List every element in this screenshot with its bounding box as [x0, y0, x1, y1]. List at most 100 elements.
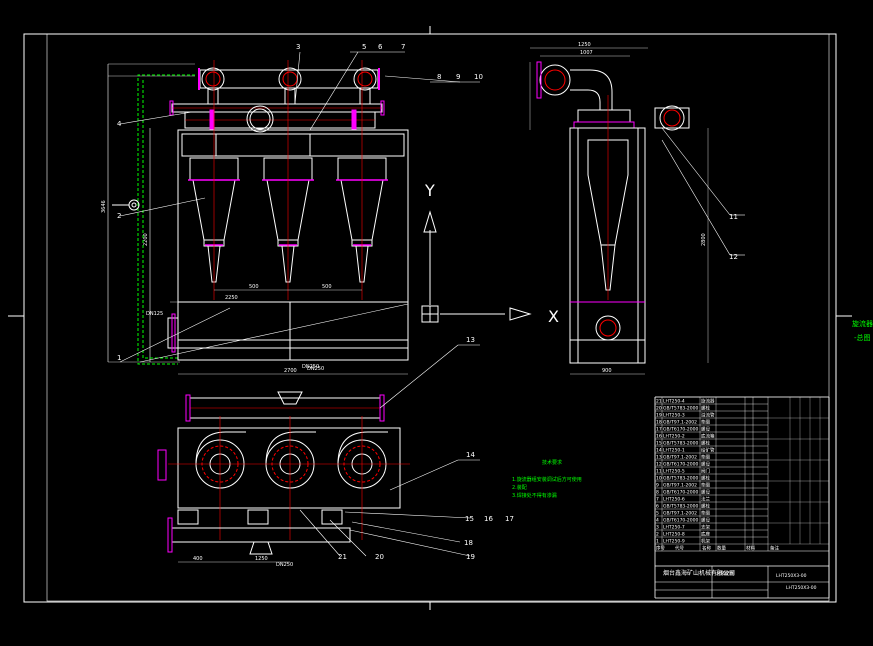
parts-row-name: 垫圈	[701, 510, 710, 517]
parts-row-code: LHT250-3	[663, 413, 685, 419]
callout-15: 15	[465, 515, 474, 523]
parts-row-index: 14	[656, 448, 662, 454]
parts-row-index: 6	[656, 504, 659, 510]
callout-11: 11	[729, 213, 738, 221]
parts-row-name: 给矿管	[701, 447, 715, 454]
parts-row-index: 7	[656, 497, 659, 503]
parts-row-code: GB/T97.1-2002	[663, 511, 697, 517]
parts-row-index: 15	[656, 441, 662, 447]
parts-row-code: GB/T97.1-2002	[663, 455, 697, 461]
notes-title: 技术要求	[542, 459, 562, 466]
parts-row-code: LHT250-1	[663, 448, 685, 454]
callout-4: 4	[117, 120, 122, 128]
parts-row-name: 螺母	[701, 489, 710, 496]
parts-row-name: 垫圈	[701, 454, 710, 461]
parts-row-index: 5	[656, 511, 659, 517]
dim-side-top-width-2: 1007	[580, 50, 593, 56]
axis-label-y: Y	[424, 181, 435, 200]
notes-line-3: 3.焊接处不得有渗漏	[512, 492, 557, 499]
callout-9: 9	[456, 73, 460, 81]
parts-row-name: 垫圈	[701, 419, 710, 426]
dim-side-base-width: 900	[602, 368, 612, 374]
parts-row-index: 13	[656, 455, 662, 461]
view-axis-symbol	[421, 210, 532, 323]
company-name: 烟台鑫海矿山机械有限公司	[663, 569, 735, 577]
callout-13: 13	[466, 336, 475, 344]
parts-row-name: 溢流管	[701, 412, 715, 419]
dim-side-top-width: 1250	[578, 42, 591, 48]
parts-row-name: 螺栓	[701, 503, 710, 510]
parts-row-code: GB/T6170-2000	[663, 462, 699, 468]
callout-12: 12	[729, 253, 738, 261]
side-note-2: -总图	[854, 333, 871, 342]
callout-16: 16	[484, 515, 493, 523]
callout-17: 17	[505, 515, 514, 523]
parts-row-code: GB/T6170-2000	[663, 518, 699, 524]
side-view: 1250 1007 900 2800 11	[529, 42, 745, 375]
parts-row-code: GB/T97.1-2002	[663, 420, 697, 426]
callout-14: 14	[466, 451, 475, 459]
parts-row-code: LHT250-9	[663, 539, 685, 545]
parts-header-cell: 数量	[717, 545, 726, 552]
axis-label-x: X	[548, 307, 559, 326]
parts-row-name: 支架	[701, 524, 710, 531]
drawing-number: LHT250X3-00	[776, 573, 807, 579]
parts-row-code: LHT250-6	[663, 497, 685, 503]
inner-sheet-border	[46, 33, 830, 602]
callout-7: 7	[401, 43, 405, 51]
notes-line-1: 1.旋流器组安装调试后方可使用	[512, 476, 582, 483]
parts-row-name: 螺母	[701, 517, 710, 524]
parts-row-name: 螺母	[701, 461, 710, 468]
parts-row-name: 底流箱	[701, 433, 715, 440]
parts-row-index: 12	[656, 462, 662, 468]
callout-20: 20	[375, 553, 384, 561]
plan-view: 400 1250 DN250 DN250 13 14 15 16 17 18 1…	[157, 336, 514, 568]
callout-1: 1	[117, 354, 121, 362]
parts-header-cell: 序号	[656, 545, 665, 552]
notes-line-2: 2.装配	[512, 484, 527, 491]
callout-6: 6	[378, 43, 383, 51]
drawing-number-2: LHT250X3-00	[786, 585, 817, 591]
parts-header-cell: 备注	[770, 545, 779, 552]
parts-row-code: LHT250-4	[663, 399, 685, 405]
parts-row-name: 螺栓	[701, 475, 710, 482]
parts-row-code: GB/T5783-2000	[663, 441, 699, 447]
dim-front-spacing-2: 500	[322, 284, 332, 290]
parts-row-name: 法兰	[701, 496, 710, 503]
callout-3: 3	[296, 43, 300, 51]
parts-row-index: 11	[656, 469, 662, 475]
dim-plan-outlet: DN250	[276, 562, 293, 568]
callout-21: 21	[338, 553, 347, 561]
parts-row-name: 螺栓	[701, 405, 710, 412]
parts-row-index: 20	[656, 406, 662, 412]
parts-header-cell: 名称	[702, 545, 711, 552]
parts-row-index: 1	[656, 539, 659, 545]
parts-row-index: 19	[656, 413, 662, 419]
callout-5: 5	[362, 43, 366, 51]
dim-front-base-label: 2250	[225, 295, 238, 301]
parts-row-code: LHT250-7	[663, 525, 685, 531]
dim-front-spacing-1: 500	[249, 284, 259, 290]
parts-row-index: 9	[656, 483, 659, 489]
dim-plan-inlet-top: DN250	[307, 366, 324, 372]
parts-row-index: 21	[656, 399, 662, 405]
front-view: 3646 2200	[101, 43, 483, 375]
parts-row-index: 16	[656, 434, 662, 440]
dim-front-outlet: DN125	[146, 311, 163, 317]
dim-front-inlet: DN250	[302, 364, 319, 370]
parts-row-code: LHT250-8	[663, 532, 685, 538]
parts-row-name: 螺栓	[701, 440, 710, 447]
callout-8: 8	[437, 73, 441, 81]
parts-row-code: GB/T97.1-2002	[663, 483, 697, 489]
parts-row-name: 垫圈	[701, 482, 710, 489]
parts-row-name: 螺母	[701, 426, 710, 433]
parts-row-index: 2	[656, 532, 659, 538]
parts-row-name: 机架	[701, 538, 710, 545]
drawing-name: 总装配图	[716, 570, 734, 577]
parts-row-code: LHT250-2	[663, 434, 685, 440]
dim-side-height: 2800	[701, 233, 707, 246]
parts-row-code: GB/T5783-2000	[663, 406, 699, 412]
parts-header-cell: 代号	[675, 545, 684, 552]
